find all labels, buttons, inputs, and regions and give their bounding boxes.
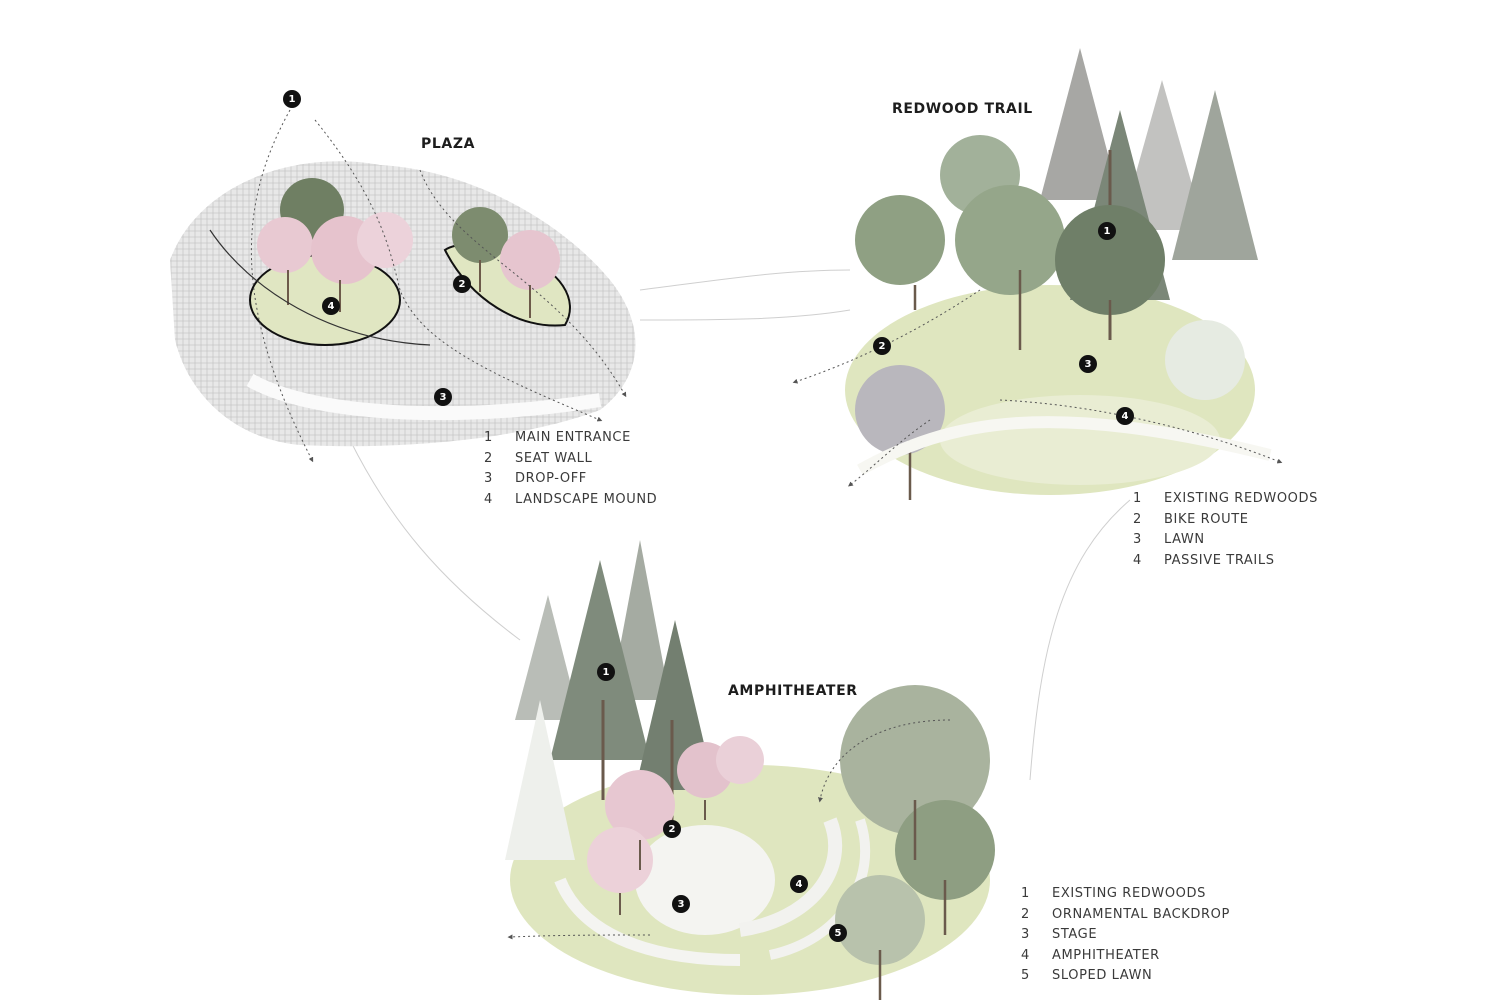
legend-number: 2 <box>484 450 493 466</box>
legend-item: 1 EXISTING REDWOODS <box>1021 884 1230 905</box>
legend-label: DROP-OFF <box>515 471 587 486</box>
legend-item: 4 LANDSCAPE MOUND <box>484 490 657 511</box>
redwood-marker-bike-route: 2 <box>873 337 891 355</box>
plaza-marker-landscape-mound: 4 <box>322 297 340 315</box>
legend-number: 4 <box>1133 552 1142 568</box>
legend-item: 2 SEAT WALL <box>484 449 657 470</box>
amphitheater-blossoms <box>587 736 764 915</box>
legend-label: AMPHITHEATER <box>1052 947 1160 963</box>
legend-item: 3 LAWN <box>1133 530 1318 551</box>
legend-number: 4 <box>484 491 493 507</box>
legend-item: 1 MAIN ENTRANCE <box>484 428 657 449</box>
legend-item: 1 EXISTING REDWOODS <box>1133 489 1318 510</box>
redwood-marker-passive-trails: 4 <box>1116 407 1134 425</box>
legend-item: 2 ORNAMENTAL BACKDROP <box>1021 905 1230 926</box>
legend-label: STAGE <box>1052 927 1098 942</box>
redwood-marker-lawn: 3 <box>1079 355 1097 373</box>
amphitheater-deciduous <box>835 685 995 1000</box>
legend-number: 1 <box>1133 491 1142 506</box>
legend-label: BIKE ROUTE <box>1164 511 1249 527</box>
redwood-marker-existing-redwoods: 1 <box>1098 222 1116 240</box>
legend-number: 4 <box>1021 947 1030 963</box>
legend-item: 5 SLOPED LAWN <box>1021 966 1230 987</box>
plaza-marker-drop-off: 3 <box>434 388 452 406</box>
amphitheater-vignette <box>505 540 995 1000</box>
legend-label: MAIN ENTRANCE <box>515 430 631 445</box>
legend-label: EXISTING REDWOODS <box>1052 886 1206 901</box>
amphitheater-title: AMPHITHEATER <box>728 683 858 699</box>
amphitheater-marker-amphitheater: 4 <box>790 875 808 893</box>
amphitheater-marker-stage: 3 <box>672 895 690 913</box>
legend-label: LAWN <box>1164 532 1205 547</box>
legend-label: SEAT WALL <box>515 450 593 466</box>
legend-label: ORNAMENTAL BACKDROP <box>1052 906 1230 922</box>
legend-number: 3 <box>1021 927 1030 942</box>
legend-item: 4 AMPHITHEATER <box>1021 946 1230 967</box>
legend-label: PASSIVE TRAILS <box>1164 552 1275 568</box>
legend-number: 3 <box>1133 532 1142 547</box>
plaza-vignette <box>170 109 636 463</box>
redwood-trail-vignette <box>792 48 1283 500</box>
legend-item: 2 BIKE ROUTE <box>1133 510 1318 531</box>
legend-item: 3 DROP-OFF <box>484 469 657 490</box>
legend-number: 2 <box>1133 511 1142 527</box>
legend-label: LANDSCAPE MOUND <box>515 491 658 507</box>
amphitheater-marker-ornamental-backdrop: 2 <box>663 820 681 838</box>
plaza-legend: 1 MAIN ENTRANCE 2 SEAT WALL 3 DROP-OFF 4 LAN… <box>484 428 657 510</box>
legend-number: 2 <box>1021 906 1030 922</box>
plaza-title: PLAZA <box>421 136 476 152</box>
amphitheater-marker-existing-redwoods: 1 <box>597 663 615 681</box>
legend-item: 3 STAGE <box>1021 925 1230 946</box>
legend-number: 5 <box>1021 968 1030 983</box>
redwood-trail-title: REDWOOD TRAIL <box>892 101 1033 117</box>
redwood-trail-legend: 1 EXISTING REDWOODS 2 BIKE ROUTE 3 LAWN 4 PA… <box>1133 489 1318 571</box>
legend-item: 4 PASSIVE TRAILS <box>1133 551 1318 572</box>
legend-number: 3 <box>484 471 493 486</box>
legend-number: 1 <box>1021 886 1030 901</box>
redwood-deciduous <box>855 135 1245 500</box>
legend-label: SLOPED LAWN <box>1052 968 1153 983</box>
plaza-marker-seat-wall: 2 <box>453 275 471 293</box>
legend-label: EXISTING REDWOODS <box>1164 491 1318 506</box>
plaza-marker-main-entrance: 1 <box>283 90 301 108</box>
legend-number: 1 <box>484 430 493 445</box>
plaza-trees <box>257 178 560 318</box>
amphitheater-marker-sloped-lawn: 5 <box>829 924 847 942</box>
connector-lines <box>349 269 1131 781</box>
